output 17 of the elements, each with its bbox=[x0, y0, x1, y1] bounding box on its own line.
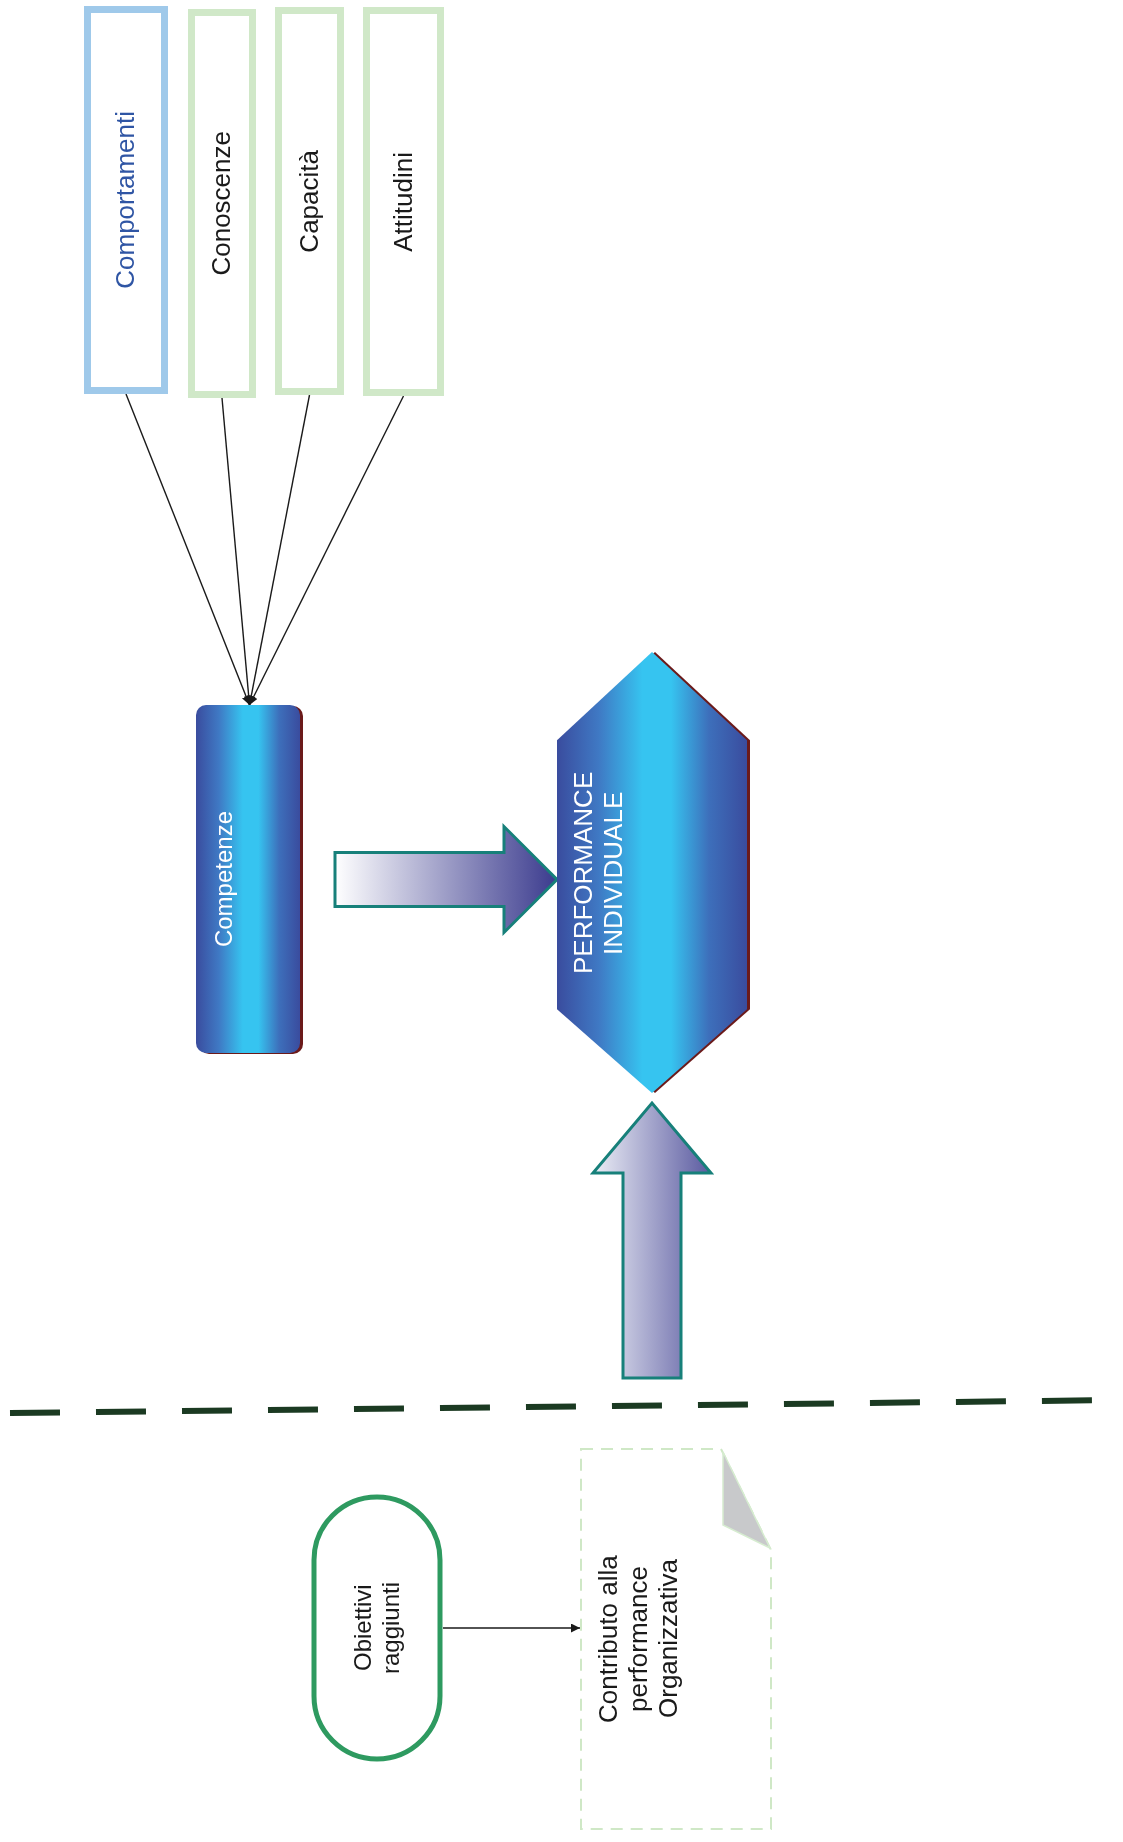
block-arrow bbox=[589, 1100, 715, 1380]
node-label: PERFORMANCE INDIVIDUALE bbox=[569, 770, 629, 976]
category-box bbox=[363, 7, 444, 396]
arrow bbox=[125, 393, 251, 706]
category-box bbox=[275, 7, 344, 395]
block-arrow bbox=[333, 822, 560, 937]
arrow bbox=[248, 395, 405, 706]
node-label: Conoscenze bbox=[207, 131, 237, 276]
node-label: Obiettivi raggiunti bbox=[349, 1580, 405, 1677]
node-label: Attitudini bbox=[388, 151, 419, 252]
node-label: Contributo alla performance Organizzativa bbox=[594, 1554, 684, 1725]
node-label: Comportamenti bbox=[111, 111, 141, 289]
node-label: Capacità bbox=[294, 149, 325, 253]
arrow bbox=[442, 1623, 581, 1633]
node-label: Competenze bbox=[210, 811, 238, 948]
category-box bbox=[84, 6, 168, 394]
category-box bbox=[188, 9, 256, 398]
